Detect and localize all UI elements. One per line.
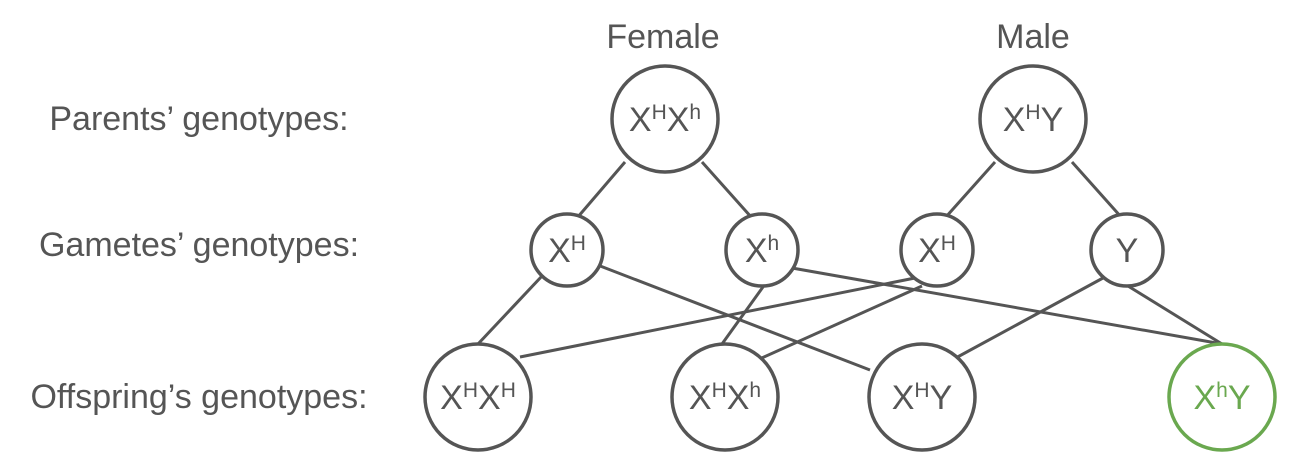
- row-label-gametes: Gametes’ genotypes:: [39, 226, 359, 264]
- node-gamete-4: Y: [1089, 212, 1165, 288]
- row-label-parents: Parents’ genotypes:: [49, 100, 348, 138]
- edge-gamete-2-offspring-4: [791, 266, 1223, 346]
- edge-gamete-4-offspring-4: [1127, 284, 1223, 346]
- svg-text:XhY: XhY: [1193, 379, 1250, 417]
- svg-text:XHY: XHY: [1003, 101, 1064, 139]
- node-gamete-3: XH: [899, 212, 975, 288]
- row-label-offspring: Offspring’s genotypes:: [30, 378, 367, 416]
- header-female: Female: [606, 18, 719, 56]
- edge-gamete-1-offspring-3: [594, 262, 871, 372]
- svg-text:XHXH: XHXH: [440, 379, 516, 417]
- header-male: Male: [996, 18, 1070, 56]
- edge-parent-male-gamete-4: [1070, 161, 1124, 219]
- node-parent-male: XHY: [978, 64, 1088, 174]
- edge-parent-female-gamete-1: [575, 161, 627, 219]
- edge-gamete-4-offspring-3: [951, 276, 1104, 362]
- edge-gamete-1-offspring-1: [476, 274, 544, 346]
- edge-parent-male-gamete-3: [943, 161, 997, 219]
- svg-text:XH: XH: [918, 232, 956, 270]
- svg-text:XHXh: XHXh: [629, 101, 701, 139]
- edge-gamete-3-offspring-1: [519, 276, 916, 359]
- svg-text:XH: XH: [548, 232, 586, 270]
- edges: [476, 161, 1223, 372]
- node-gamete-1: XH: [529, 212, 605, 288]
- svg-text:XHXh: XHXh: [689, 379, 761, 417]
- node-offspring-2: XHXh: [670, 342, 780, 452]
- node-offspring-4: XhY: [1167, 342, 1277, 452]
- svg-text:Y: Y: [1116, 232, 1139, 270]
- svg-text:Xh: Xh: [745, 232, 779, 270]
- node-gamete-2: Xh: [724, 212, 800, 288]
- edge-parent-female-gamete-2: [700, 161, 754, 219]
- svg-text:XHY: XHY: [892, 379, 953, 417]
- node-offspring-1: XHXH: [423, 342, 533, 452]
- edge-gamete-3-offspring-2: [754, 284, 923, 363]
- node-parent-female: XHXh: [610, 64, 720, 174]
- node-offspring-3: XHY: [867, 342, 977, 452]
